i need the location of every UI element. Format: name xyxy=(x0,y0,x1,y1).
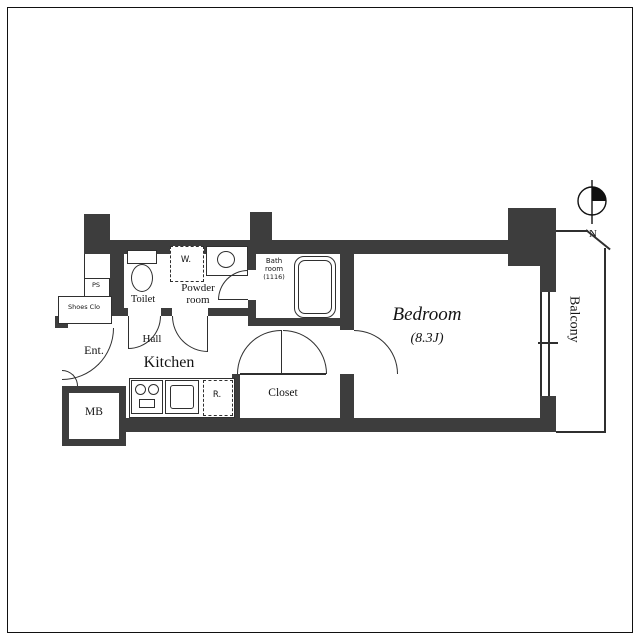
bedroom-label: Bedroom xyxy=(392,304,462,325)
refrigerator-box xyxy=(203,380,233,416)
bathtub-icon xyxy=(294,256,336,318)
window-line-outer xyxy=(548,292,550,396)
washing-machine-label: W. xyxy=(180,255,192,265)
exterior-line-left xyxy=(84,254,85,280)
balcony-edge-top xyxy=(556,230,588,232)
bath-room-name: Bath room xyxy=(264,257,284,273)
wall-right-upper xyxy=(540,266,556,292)
entrance-label: Ent. xyxy=(84,343,104,357)
shoes-closet-box xyxy=(58,296,112,324)
kitchen-label: Kitchen xyxy=(143,354,195,371)
bedroom-size-label: (8.3J) xyxy=(410,331,444,346)
bath-room-size: (1116) xyxy=(263,272,285,281)
bath-room-label: Bath room (1116) xyxy=(257,257,291,281)
toilet-tank-icon xyxy=(127,250,157,264)
image-border xyxy=(7,7,633,633)
stove-icon xyxy=(131,380,163,414)
wall-bath-left-upper xyxy=(248,254,256,270)
shoes-closet-label: Shoes Clo xyxy=(68,303,100,311)
wall-left-interior xyxy=(110,254,124,308)
compass-icon xyxy=(572,176,612,228)
wall-under-toilet-a xyxy=(110,308,128,316)
wall-bath-bottom xyxy=(248,318,354,326)
powder-room-label-line1: Powder xyxy=(181,282,215,294)
bathtub-inner-line xyxy=(298,260,332,314)
powder-room-label: Powder room xyxy=(166,282,230,307)
washbasin-bowl-icon xyxy=(217,251,235,268)
meter-box xyxy=(62,386,126,446)
window-center-tick xyxy=(538,342,558,344)
wall-bedroom-left-upper xyxy=(340,240,354,330)
washing-machine-box xyxy=(170,246,204,282)
powder-room-door-leaf xyxy=(207,316,208,352)
balcony-edge-bottom xyxy=(556,431,606,433)
window-line-inner xyxy=(540,292,542,396)
balcony-label: Balcony xyxy=(566,296,582,343)
compass-svg xyxy=(577,180,607,224)
toilet-door-leaf xyxy=(128,316,129,349)
meter-box-label: MB xyxy=(85,406,103,418)
pillar-top-right xyxy=(508,208,556,266)
refrigerator-label: R. xyxy=(212,390,222,400)
wall-closet-left xyxy=(232,374,240,418)
stove-burner-icon xyxy=(148,384,159,395)
toilet-label: Toilet xyxy=(130,294,156,305)
kitchen-sink-basin xyxy=(170,385,194,409)
toilet-bowl-icon xyxy=(131,264,153,292)
pillar-top-middle xyxy=(250,212,272,242)
closet-label: Closet xyxy=(268,387,298,399)
closet-door-leaf xyxy=(281,330,282,374)
wall-top xyxy=(96,240,516,254)
pillar-top-left xyxy=(84,214,110,254)
wall-bedroom-left-lower xyxy=(340,374,354,432)
balcony-edge-right xyxy=(604,248,606,433)
stove-grill-icon xyxy=(139,399,155,408)
bath-door-leaf xyxy=(218,299,248,300)
kitchen-sink-icon xyxy=(165,380,199,414)
hall-label: Hall xyxy=(142,333,162,345)
wall-under-powder xyxy=(208,308,256,316)
stove-burner-icon xyxy=(135,384,146,395)
pipe-space-label: PS xyxy=(91,281,101,289)
powder-room-label-line2: room xyxy=(186,294,210,307)
wall-under-toilet-b xyxy=(161,308,172,316)
wall-bath-left-lower xyxy=(248,300,256,326)
